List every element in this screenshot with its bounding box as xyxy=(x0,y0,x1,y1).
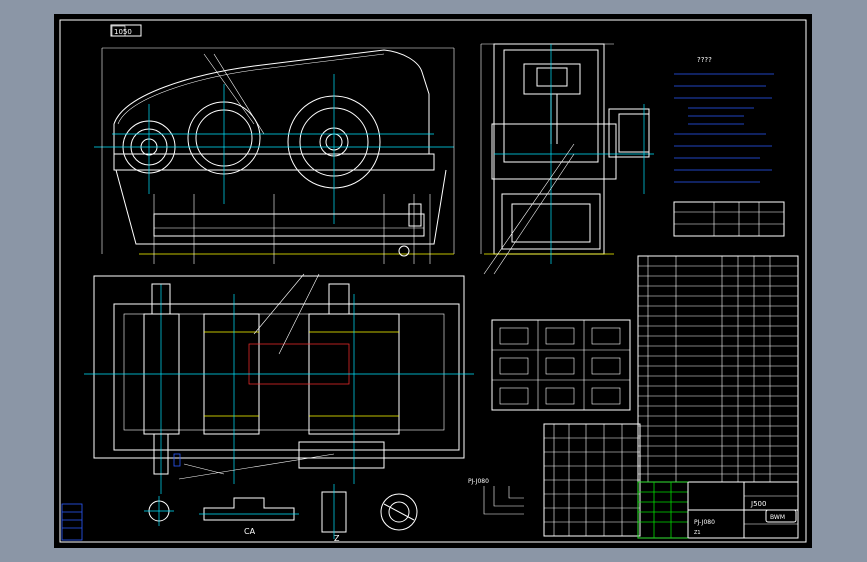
top-left-tag: 1050 xyxy=(114,28,132,36)
bolt-detail-grid xyxy=(491,319,631,411)
logo-text: BWM xyxy=(770,514,785,521)
view-label-mid: Z xyxy=(334,534,340,543)
title-block-code: J500 xyxy=(750,500,766,508)
drawing-viewport[interactable]: 1050 xyxy=(54,14,812,548)
front-view xyxy=(94,47,455,264)
detail-views: CA Z xyxy=(144,484,418,543)
side-view xyxy=(480,43,654,264)
model-code: PJ-J080 xyxy=(468,478,489,485)
parts-list xyxy=(637,255,799,483)
top-section-view xyxy=(84,275,474,494)
company-logo xyxy=(765,509,797,523)
title-block-sheet: PJ-J080 xyxy=(694,519,715,526)
gear-data-table xyxy=(543,423,641,537)
property-table xyxy=(673,201,785,237)
drawing-canvas: 1050 xyxy=(59,19,807,543)
revision-block xyxy=(61,503,83,541)
leader-lines xyxy=(183,143,575,475)
technical-notes: ???? xyxy=(674,56,774,183)
top-left-tag-box xyxy=(110,24,142,37)
model-designation: PJ-J080 xyxy=(468,478,524,515)
title-block-mark: Z1 xyxy=(694,530,701,536)
notes-title: ???? xyxy=(697,56,712,64)
view-label-left: CA xyxy=(244,527,256,536)
title-block: J500 PJ-J080 Z1 BWM xyxy=(637,481,799,539)
drawing-frame xyxy=(59,19,807,543)
